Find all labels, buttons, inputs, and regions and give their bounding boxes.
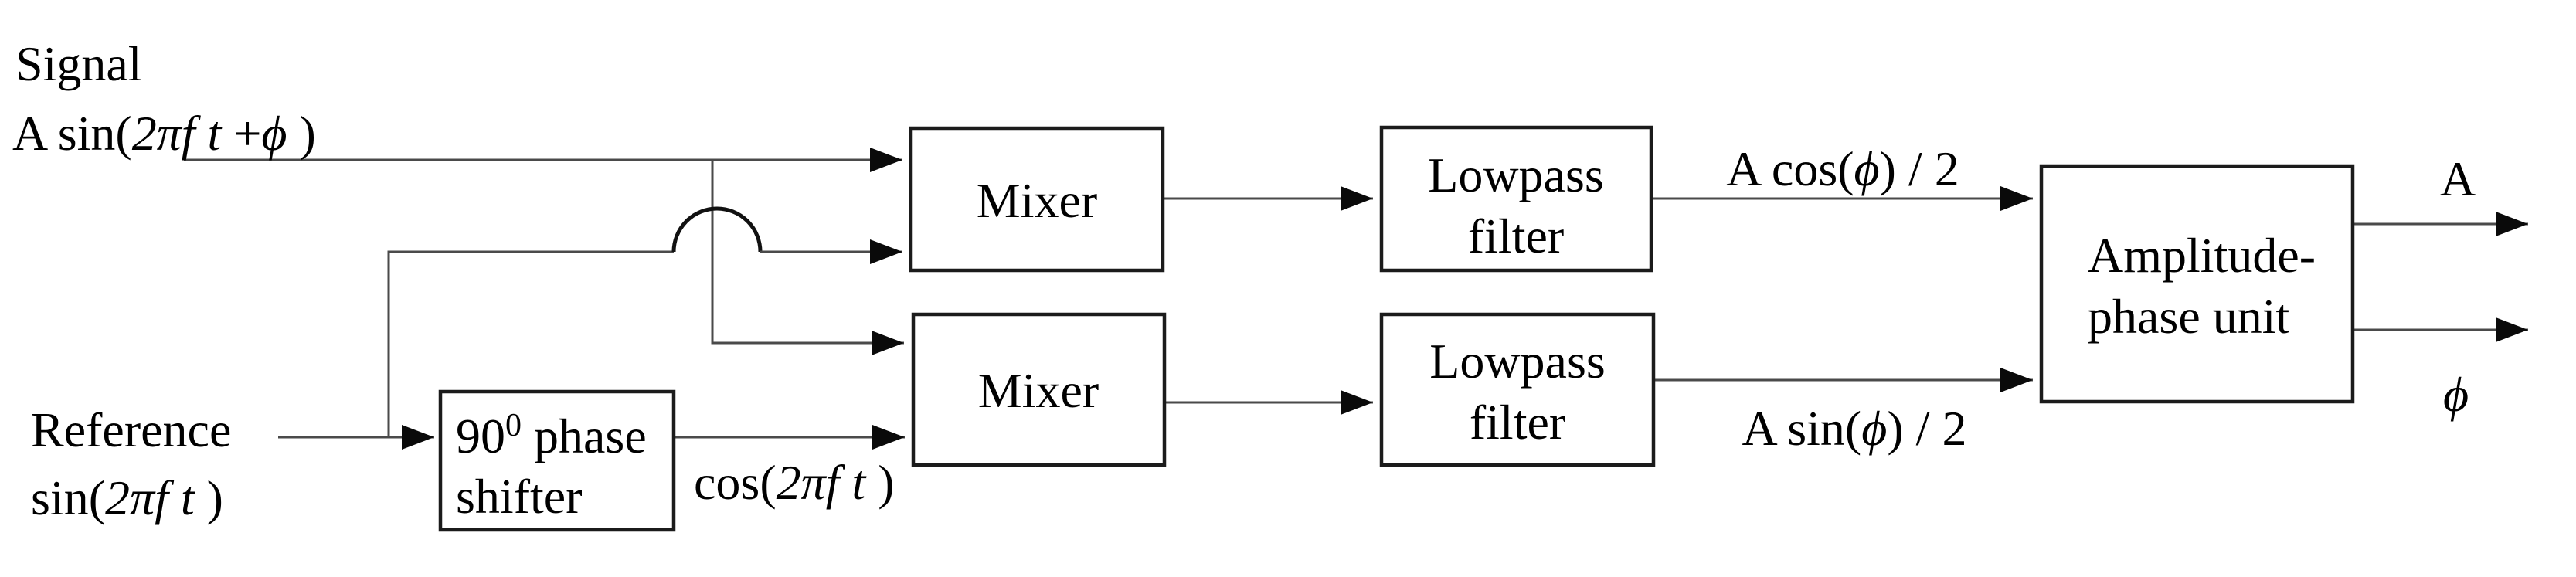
amplitude-phase-unit-block: Amplitude- phase unit: [2039, 164, 2355, 404]
lowpass-top-label-line2: filter: [1468, 209, 1564, 263]
quadrature-wire-label: A sin(ϕ) / 2: [1742, 401, 1967, 456]
phase-shifter-label-line2: shifter: [456, 469, 583, 524]
phase-output-label: ϕ: [2443, 367, 2469, 422]
mixer-top-box: [909, 126, 1165, 273]
phase-shifter-block: 900 phase shifter: [438, 389, 676, 532]
amplitude-output-label: A: [2440, 151, 2476, 206]
amplitude-phase-unit-label-line2: phase unit: [2088, 289, 2290, 344]
amplitude-phase-unit-box: [2039, 164, 2355, 404]
signal-formula: A sin(2πf t +ϕ ): [12, 106, 316, 161]
lowpass-bottom-label-line1: Lowpass: [1429, 334, 1606, 389]
mixer-top-label: Mixer: [977, 173, 1097, 228]
signal-input-labels: Signal A sin(2πf t +ϕ ): [12, 36, 316, 161]
amplitude-phase-unit-label-line1: Amplitude-: [2088, 228, 2316, 283]
reference-input-labels: Reference sin(2πf t ): [31, 402, 231, 525]
lowpass-top-block: Lowpass filter: [1379, 125, 1653, 273]
lowpass-top-box: [1379, 125, 1653, 273]
phase-shifter-label-line1: 900 phase: [456, 408, 647, 463]
reference-formula: sin(2πf t ): [31, 470, 223, 525]
cos-reference-wire-label: cos(2πf t ): [694, 455, 895, 510]
inphase-wire-label: A cos(ϕ) / 2: [1726, 141, 1959, 196]
phase-shifter-box: [438, 389, 676, 532]
lowpass-bottom-label-line2: filter: [1470, 395, 1565, 450]
reference-title: Reference: [31, 402, 231, 457]
signal-branch-wire: [711, 160, 904, 355]
signal-title: Signal: [15, 36, 142, 91]
wire-crossover-hop: [671, 206, 763, 253]
lowpass-bottom-block: Lowpass filter: [1379, 312, 1656, 467]
mixer-bottom-block: Mixer: [911, 312, 1167, 467]
mixer-bottom-label: Mixer: [978, 363, 1099, 418]
lowpass-bottom-box: [1379, 312, 1656, 467]
reference-branch-wire: [387, 250, 674, 437]
mixer-top-block: Mixer: [909, 126, 1165, 273]
lowpass-top-label-line1: Lowpass: [1428, 148, 1604, 202]
mixer-bottom-box: [911, 312, 1167, 467]
